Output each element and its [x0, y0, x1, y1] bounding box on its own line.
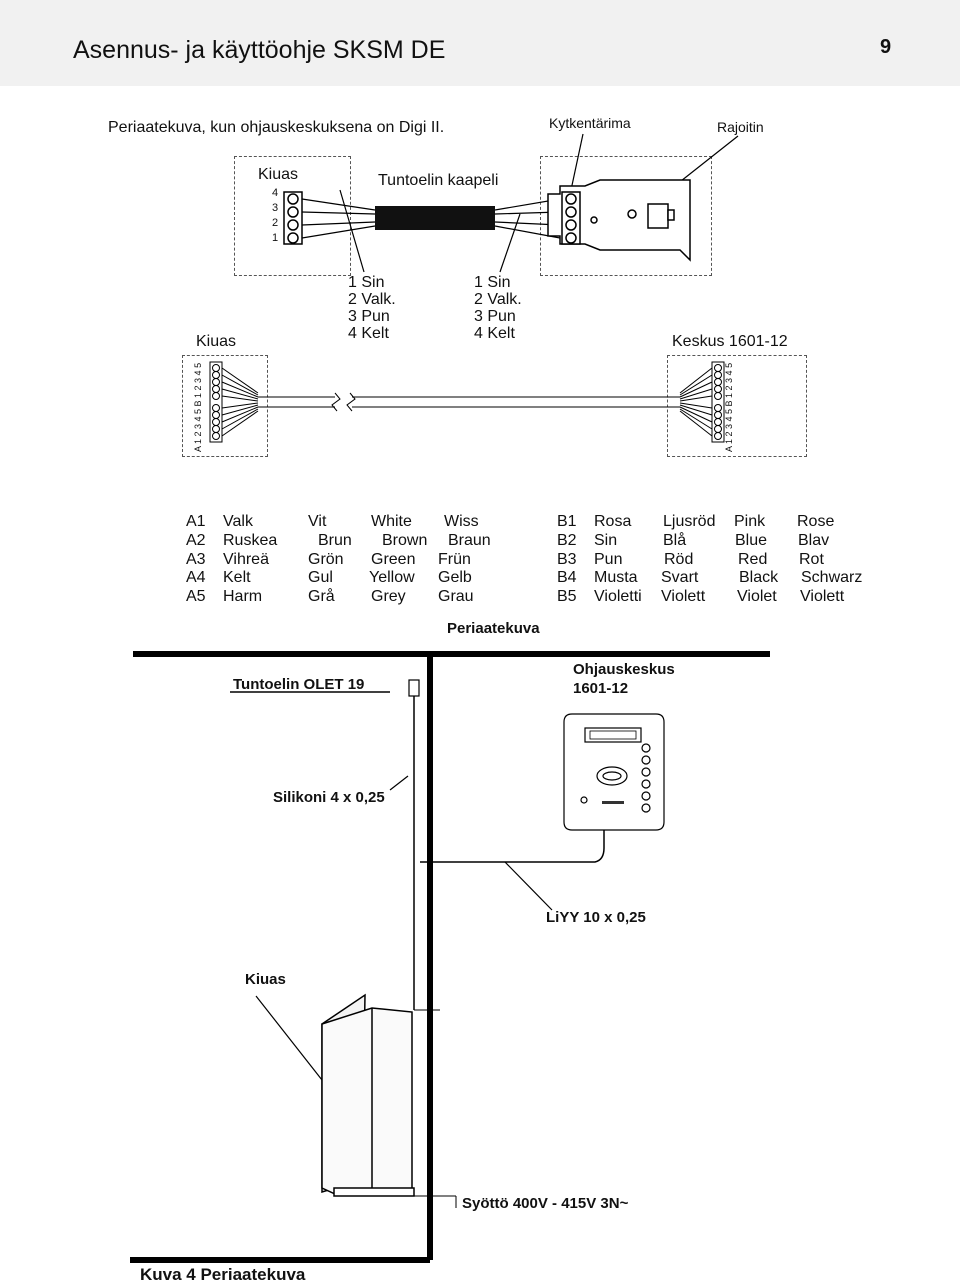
liyy-cable [420, 830, 605, 863]
sensor-label: Tuntoelin OLET 19 [233, 676, 365, 693]
kiuas-top-label: Kiuas [258, 166, 299, 183]
silikoni-pointer [389, 775, 409, 791]
kiuas-fan-wires [221, 367, 259, 437]
left-terminal-numbers: 4 3 2 1 [272, 187, 279, 244]
silikoni-label: Silikoni 4 x 0,25 [273, 789, 385, 806]
document-title: Asennus- ja käyttöohje SKSM DE [73, 36, 446, 64]
keskus-connector-terminals [711, 361, 725, 443]
supply-label: Syöttö 400V - 415V 3N~ [462, 1195, 629, 1212]
controller-label: Ohjauskeskus 1601-12 [573, 661, 675, 697]
kytkentarima-plate [547, 179, 691, 262]
liyy-label: LiYY 10 x 0,25 [546, 909, 646, 926]
left-wires [301, 189, 376, 273]
kiuas-bottom-label: Kiuas [196, 333, 237, 350]
rajoitin-label: Rajoitin [717, 119, 764, 135]
keskus-connector-box [667, 355, 807, 457]
figure-caption: Kuva 4 Periaatekuva [140, 1265, 306, 1284]
kiuas-terminal-block [283, 191, 303, 245]
diagram-caption: Periaatekuva, kun ohjauskeskuksena on Di… [108, 119, 445, 136]
keskus-fan-wires [679, 367, 713, 437]
kytkentarima-box [540, 156, 712, 276]
kiuas-heater-label: Kiuas [245, 971, 286, 988]
page-number: 9 [880, 36, 892, 58]
heater-kiuas [321, 993, 415, 1197]
cable-label: Tuntoelin kaapeli [378, 172, 499, 189]
kiuas-pointer [255, 995, 323, 1081]
kiuas-connector-terminals [209, 361, 223, 443]
controller-1601-12 [563, 713, 665, 831]
kiuas-terminal-box [234, 156, 351, 276]
sensor-cable [375, 206, 495, 230]
wire-list-right: 1 Sin 2 Valk. 3 Pun 4 Kelt [474, 274, 522, 342]
page-header: Asennus- ja käyttöohje SKSM DE 9 [0, 0, 960, 86]
kiuas-connector-box [182, 355, 268, 457]
liyy-pointer [504, 861, 553, 911]
long-cable [258, 392, 680, 412]
periaatekuva-title: Periaatekuva [447, 620, 540, 637]
kytkentarima-label: Kytkentärima [549, 115, 631, 131]
keskus-label: Keskus 1601-12 [672, 333, 788, 350]
wire-list-left: 1 Sin 2 Valk. 3 Pun 4 Kelt [348, 274, 396, 342]
sensor-olet19 [408, 679, 420, 697]
